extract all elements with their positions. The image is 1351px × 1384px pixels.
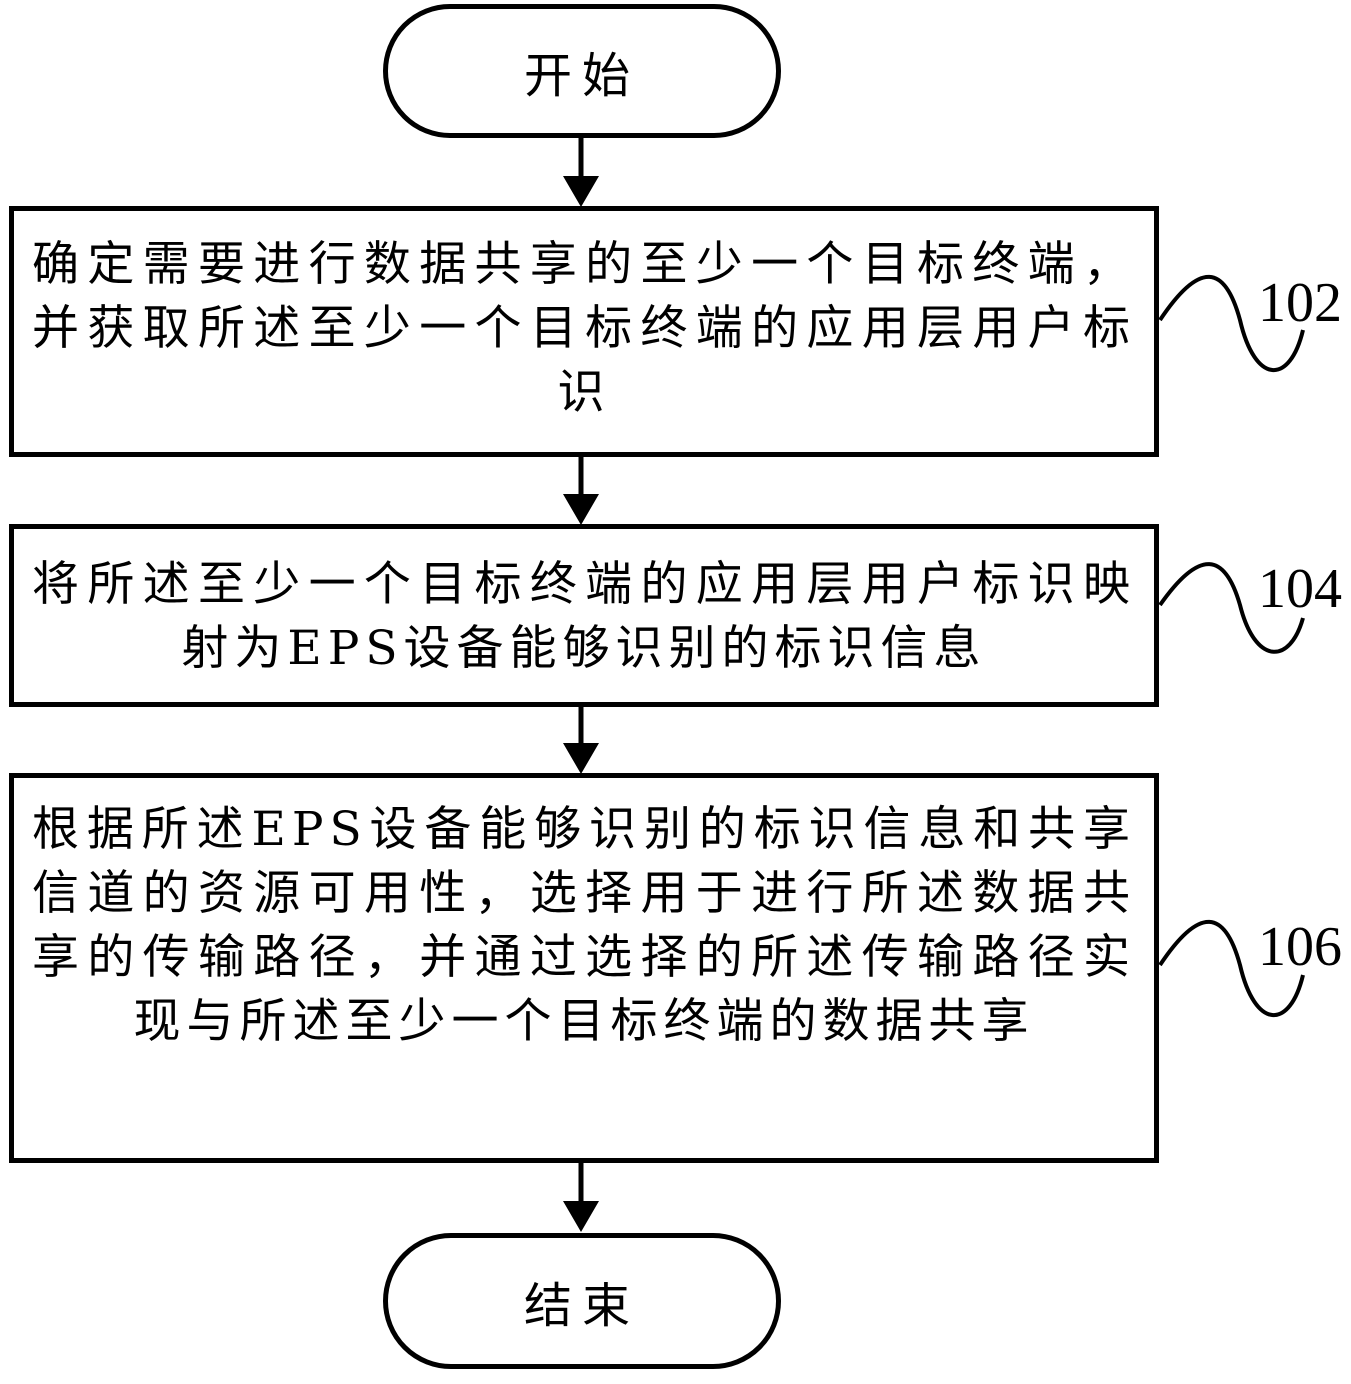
arrow-102-to-104 — [563, 457, 599, 525]
start-terminal: 开始 — [383, 4, 781, 138]
step-text-104: 将所述至少一个目标终端的应用层用户标识映射为EPS设备能够识别的标识信息 — [32, 557, 1136, 676]
step-ref-102: 102 — [1258, 271, 1342, 335]
end-terminal: 结束 — [383, 1233, 781, 1369]
start-label: 开始 — [524, 36, 640, 106]
step-text-102: 确定需要进行数据共享的至少一个目标终端，并获取所述至少一个目标终端的应用层用户标… — [32, 237, 1136, 420]
step-box-102: 确定需要进行数据共享的至少一个目标终端，并获取所述至少一个目标终端的应用层用户标… — [9, 206, 1159, 457]
step-box-104: 将所述至少一个目标终端的应用层用户标识映射为EPS设备能够识别的标识信息 — [9, 524, 1159, 707]
step-text-106: 根据所述EPS设备能够识别的标识信息和共享信道的资源可用性，选择用于进行所述数据… — [32, 802, 1136, 1049]
step-ref-104: 104 — [1258, 557, 1342, 621]
arrow-104-to-106 — [563, 707, 599, 774]
step-box-106: 根据所述EPS设备能够识别的标识信息和共享信道的资源可用性，选择用于进行所述数据… — [9, 773, 1159, 1163]
arrow-start-to-102 — [563, 138, 599, 207]
step-ref-106: 106 — [1258, 915, 1342, 979]
end-label: 结束 — [524, 1266, 640, 1336]
arrow-106-to-end — [563, 1163, 599, 1232]
